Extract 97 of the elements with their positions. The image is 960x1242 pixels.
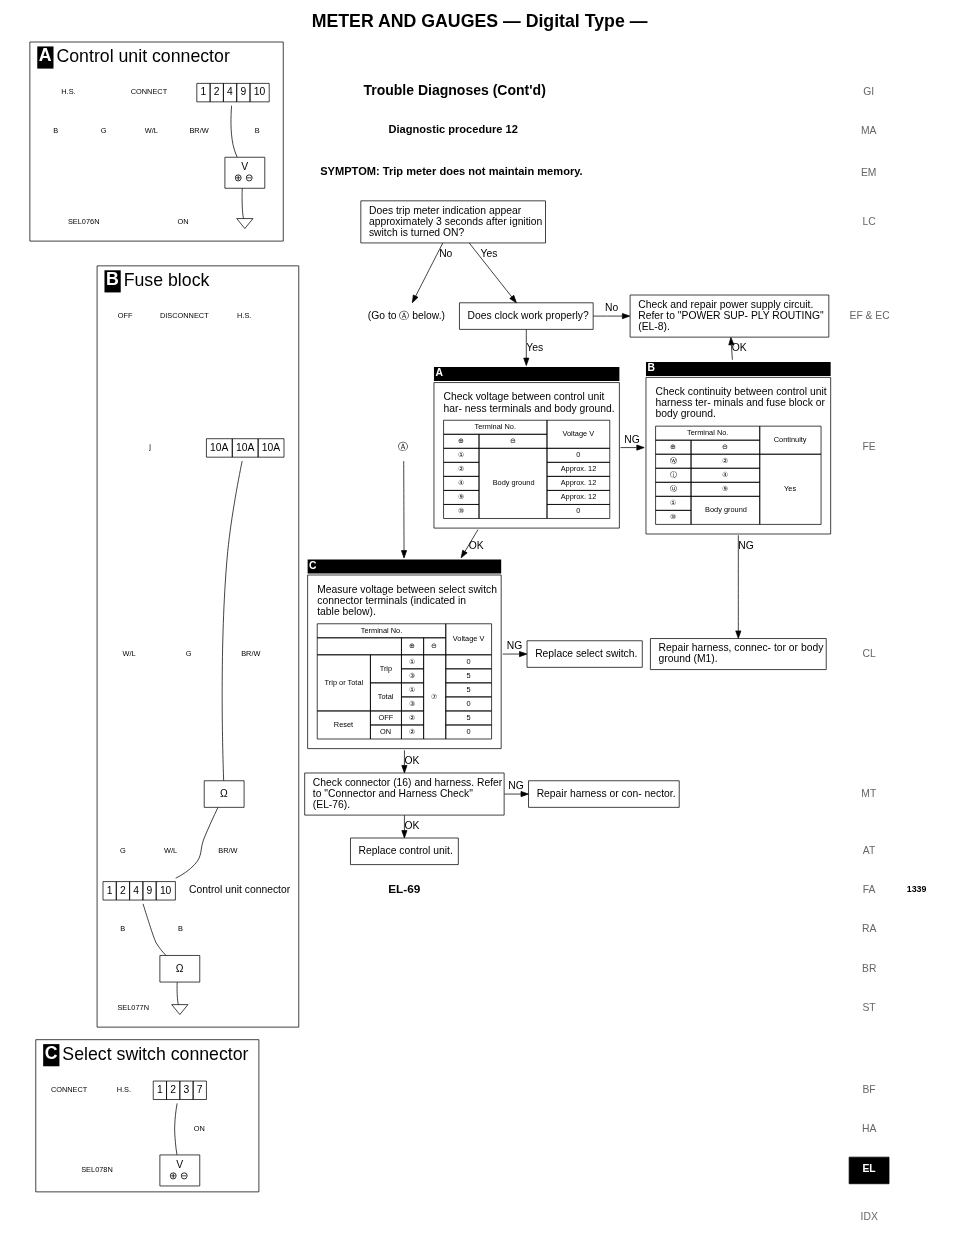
label: ON (177, 216, 189, 226)
label: B (254, 126, 260, 136)
label: EL-69 (387, 881, 420, 896)
edge-label: NG (623, 433, 640, 445)
connector (241, 187, 244, 219)
node-ground (170, 1004, 188, 1015)
label: H.S. (60, 87, 76, 97)
label: G (119, 846, 126, 856)
label: BR/W (188, 126, 209, 136)
node-box: Repair harness or con- nector. (527, 780, 680, 808)
arrow (727, 337, 734, 361)
label: W/L (144, 126, 158, 136)
label: DISCONNECT (159, 310, 209, 320)
label: GI (862, 85, 874, 97)
label: B (177, 924, 183, 934)
connector (142, 903, 166, 956)
node-box: Replace select switch. (526, 640, 643, 668)
label: W/L (163, 846, 177, 856)
label: RA (861, 923, 876, 935)
node-label: SEL077N (116, 1002, 149, 1012)
label: H.S. (236, 310, 251, 320)
label: EL (861, 1163, 876, 1175)
label: CL (861, 647, 876, 659)
edge-label: OK (403, 820, 419, 832)
node-box: Replace control unit. (349, 837, 459, 865)
arrow (501, 651, 527, 657)
node-ground (235, 218, 253, 229)
arrow (411, 242, 443, 304)
label: BR/W (217, 846, 238, 856)
node-box: V ⊕ ⊖ (224, 156, 265, 189)
edge-label: OK (731, 342, 747, 354)
node-label: SEL076N (67, 216, 99, 226)
label: HA (861, 1122, 876, 1134)
edge-label: No (604, 302, 618, 314)
label: B (52, 126, 58, 136)
edge-label: NG (506, 640, 522, 652)
label: BR (861, 962, 876, 974)
label: H.S. (116, 1084, 131, 1094)
label: EF & EC (849, 309, 890, 321)
edge-label: NG (507, 780, 524, 792)
connector (230, 105, 237, 158)
label: BR/W (240, 648, 260, 658)
label: AT (862, 845, 875, 857)
node-label: SEL078N (80, 1165, 113, 1175)
edge-label: Yes (480, 248, 497, 260)
edge-label: OK (468, 540, 484, 552)
diagram-title: METER AND GAUGES — Digital Type — (311, 11, 647, 32)
node-box: Ω (203, 780, 244, 808)
label: j (148, 442, 151, 452)
node-box: Does clock work properly? (458, 302, 594, 330)
label: IDX (860, 1211, 878, 1223)
label: B (119, 924, 125, 934)
label: ST (861, 1001, 876, 1013)
label: MA (860, 125, 876, 137)
label: EM (860, 166, 876, 178)
label: G (100, 126, 107, 136)
arrow (400, 749, 407, 774)
node-box: Check and repair power supply circuit. Refer to "POWER SUP- PLY ROUTING" (EL-8). (629, 294, 829, 338)
arrow (619, 444, 645, 451)
label: OFF (117, 310, 133, 320)
label: Diagnostic procedure 12 (388, 123, 518, 136)
connector (221, 460, 242, 781)
edge-label: No (438, 248, 452, 260)
arrow (400, 460, 407, 559)
node-text: Ⓐ (397, 441, 408, 453)
node-box: Check connector (16) and harness. Refer to "Connector and Harness Check" (EL-76). (303, 772, 504, 816)
label: Trouble Diagnoses (Cont'd) (362, 81, 546, 98)
label: CONNECT (130, 87, 167, 97)
arrow (592, 313, 630, 320)
label: FE (861, 441, 876, 453)
label: CONNECT (50, 1084, 87, 1094)
label: LC (861, 215, 876, 227)
edge-label: OK (403, 755, 419, 767)
arrow (400, 814, 407, 839)
arrow (468, 242, 517, 304)
label: G (185, 648, 192, 658)
edge-label: NG (737, 540, 754, 552)
connector (173, 1103, 177, 1156)
label: MT (860, 787, 876, 799)
connector (176, 981, 179, 1005)
arrow (734, 534, 741, 639)
label: ON (193, 1123, 205, 1133)
label: FA (862, 884, 875, 896)
label: 1339 (906, 884, 926, 895)
node-label: Control unit connector (188, 884, 290, 896)
label: W/L (122, 648, 136, 658)
label: BF (861, 1083, 876, 1095)
node-box: Repair harness, connec- tor or body ground (M1). (649, 638, 827, 670)
connector (174, 807, 218, 879)
node-box: Does trip meter indication appear approximately 3 seconds after ignition switch is turned ON? (359, 200, 546, 244)
label: SYMPTOM: Trip meter does not maintain memory. (319, 164, 583, 177)
arrow (522, 329, 529, 366)
arrow (460, 529, 478, 559)
node-box: V ⊕ ⊖ (159, 1154, 200, 1187)
node-text: (Go to Ⓐ below.) (367, 309, 445, 321)
node-box: Ω (159, 955, 200, 983)
arrow (503, 791, 529, 797)
